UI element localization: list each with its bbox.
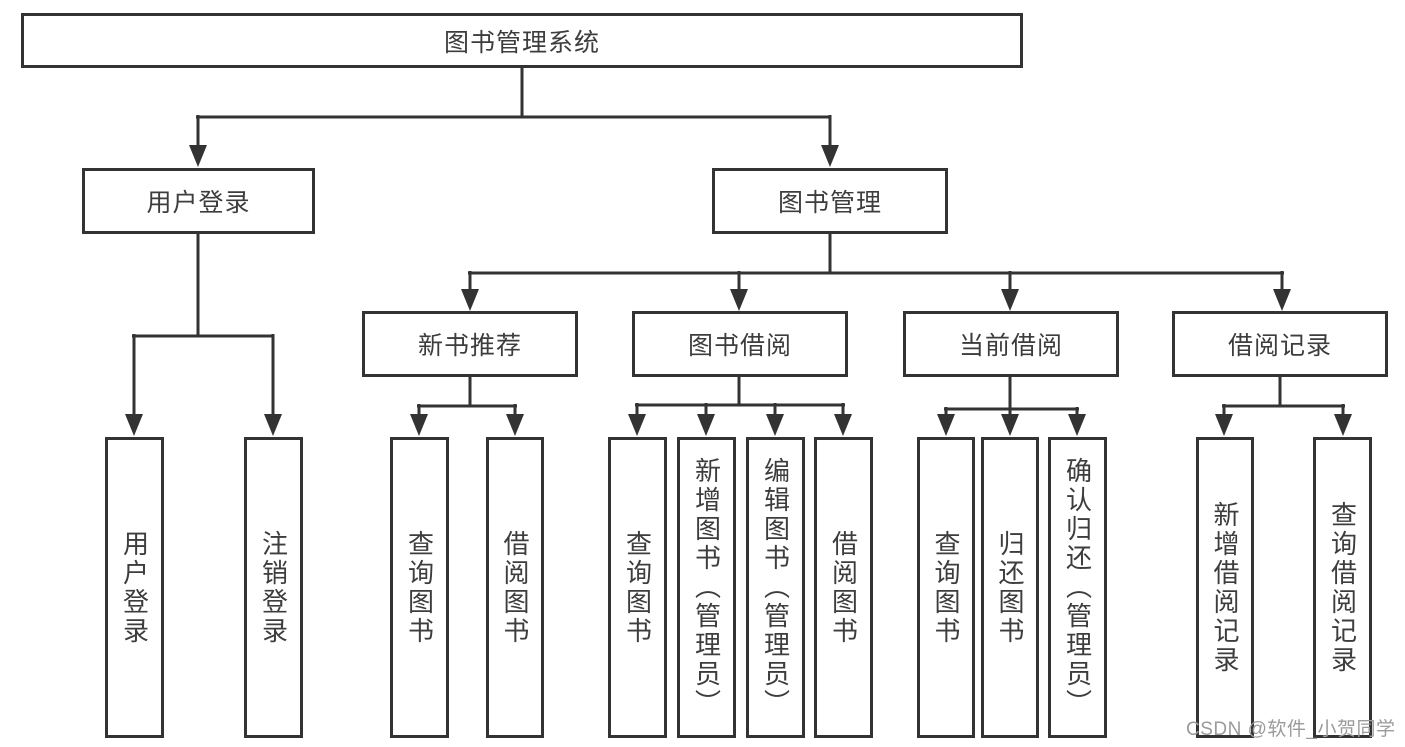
leaf-return-books: 归还图书 xyxy=(981,437,1039,738)
leaf-borrow-books-borrow: 借阅图书 xyxy=(814,437,873,738)
leaf-logout: 注销登录 xyxy=(244,437,303,738)
leaf-edit-books-admin: 编辑图书（管理员） xyxy=(746,437,805,738)
node-root-library-management-system: 图书管理系统 xyxy=(21,13,1023,68)
leaf-query-books-recommend: 查询图书 xyxy=(390,437,449,738)
leaf-confirm-return-admin: 确认归还（管理员） xyxy=(1048,437,1107,738)
leaf-return-books-label: 归还图书 xyxy=(995,529,1025,646)
leaf-add-books-admin-label: 新增图书（管理员） xyxy=(691,457,722,718)
node-book-borrow-label: 图书借阅 xyxy=(687,332,792,360)
node-borrow-records-label: 借阅记录 xyxy=(1227,332,1332,360)
leaf-query-books-current-label: 查询图书 xyxy=(931,529,961,646)
leaf-query-books-recommend-label: 查询图书 xyxy=(404,529,435,646)
node-user-login-label: 用户登录 xyxy=(146,189,251,217)
leaf-add-borrow-record-label: 新增借阅记录 xyxy=(1210,500,1240,675)
leaf-add-books-admin: 新增图书（管理员） xyxy=(677,437,736,738)
leaf-logout-label: 注销登录 xyxy=(258,529,289,646)
leaf-user-login: 用户登录 xyxy=(105,437,164,738)
node-root-label: 图书管理系统 xyxy=(443,28,600,57)
leaf-add-borrow-record: 新增借阅记录 xyxy=(1196,437,1254,738)
node-current-borrow-label: 当前借阅 xyxy=(958,332,1063,360)
leaf-borrow-books-recommend: 借阅图书 xyxy=(486,437,544,738)
node-current-borrow: 当前借阅 xyxy=(903,311,1119,377)
leaf-query-borrow-record: 查询借阅记录 xyxy=(1313,437,1372,738)
leaf-borrow-books-borrow-label: 借阅图书 xyxy=(828,529,859,646)
leaf-query-borrow-record-label: 查询借阅记录 xyxy=(1327,500,1358,675)
node-book-management: 图书管理 xyxy=(712,168,948,234)
leaf-user-login-label: 用户登录 xyxy=(119,529,150,646)
leaf-confirm-return-admin-label: 确认归还（管理员） xyxy=(1062,457,1093,718)
leaf-query-books-current: 查询图书 xyxy=(917,437,975,738)
csdn-watermark: CSDN @软件_小贺同学 xyxy=(1186,719,1396,740)
node-book-management-label: 图书管理 xyxy=(777,189,882,217)
leaf-query-books-borrow: 查询图书 xyxy=(608,437,667,738)
leaf-borrow-books-recommend-label: 借阅图书 xyxy=(500,529,530,646)
node-borrow-records: 借阅记录 xyxy=(1172,311,1388,377)
node-user-login: 用户登录 xyxy=(82,168,315,234)
node-book-borrow: 图书借阅 xyxy=(632,311,848,377)
node-new-book-recommend-label: 新书推荐 xyxy=(417,332,522,360)
leaf-query-books-borrow-label: 查询图书 xyxy=(622,529,653,646)
leaf-edit-books-admin-label: 编辑图书（管理员） xyxy=(760,457,791,718)
node-new-book-recommend: 新书推荐 xyxy=(362,311,578,377)
